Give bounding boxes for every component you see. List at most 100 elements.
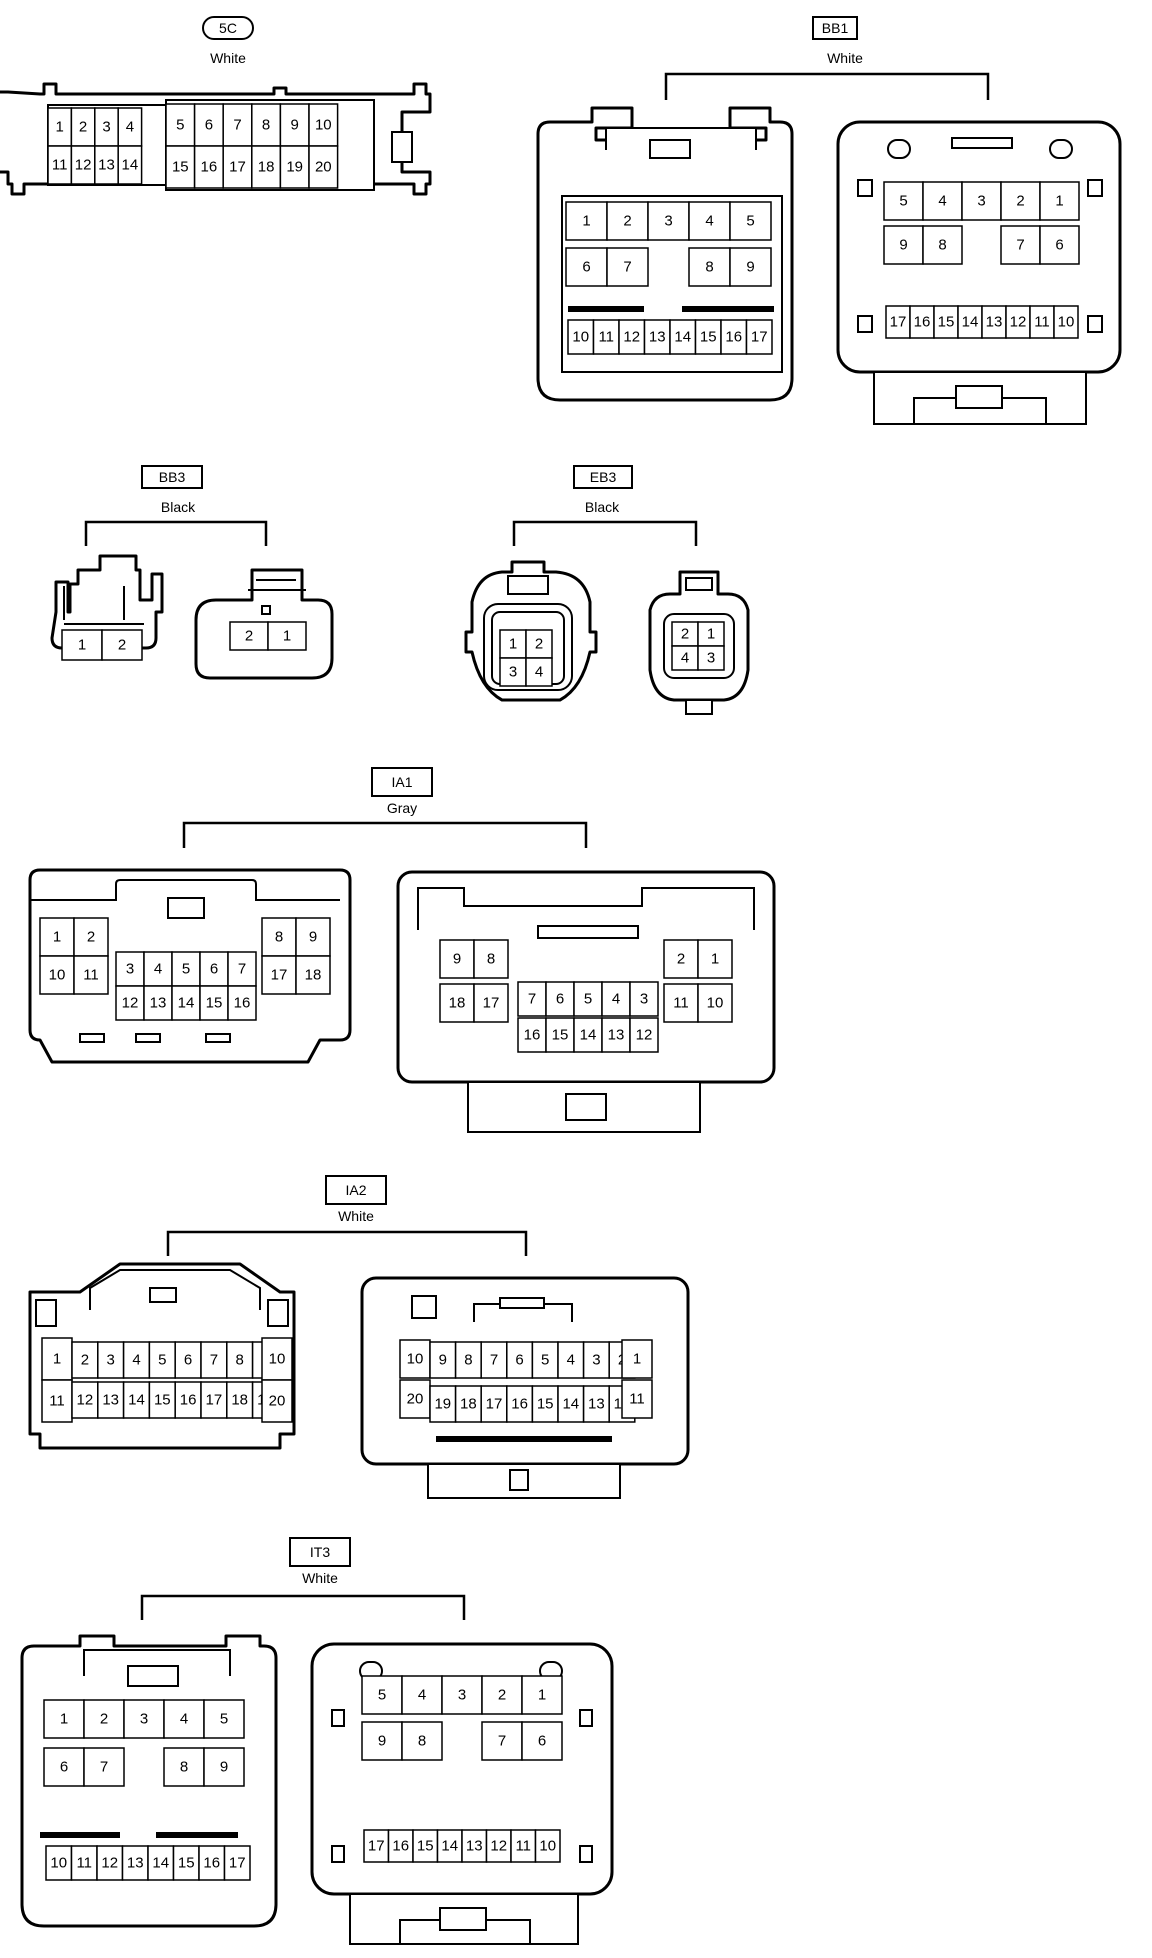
pin-number: 8: [262, 117, 270, 134]
pin-number: 9: [378, 1733, 386, 1750]
connector-code-5c: 5C: [219, 20, 237, 36]
pin-number: 12: [490, 1838, 507, 1855]
pin-cavity: [83, 1747, 125, 1787]
pin-number: 17: [483, 995, 500, 1012]
pin-number: 17: [206, 1392, 223, 1409]
pin-cavity: [193, 145, 224, 189]
pin-cavity: [295, 955, 331, 995]
pin-number: 11: [515, 1838, 531, 1855]
pin-number: 6: [210, 961, 218, 978]
pin-number: 1: [633, 1351, 641, 1368]
pin-number: 19: [434, 1396, 451, 1413]
pin-cavity: [203, 1699, 245, 1739]
pin-number: 4: [938, 193, 946, 210]
pin-number: 18: [460, 1396, 477, 1413]
pin-cavity: [534, 1829, 561, 1863]
pin-number: 10: [572, 329, 589, 346]
pin-cavity: [200, 1341, 228, 1379]
connector-code-bb3: BB3: [159, 469, 186, 485]
pin-cavity: [73, 955, 109, 995]
pin-number: 1: [53, 1351, 61, 1368]
pin-cavity: [61, 629, 103, 661]
pin-cavity: [412, 1829, 439, 1863]
pin-number: 5: [220, 1711, 228, 1728]
pin-number: 3: [140, 1711, 148, 1728]
pin-number: 10: [315, 117, 332, 134]
pin-cavity: [688, 201, 731, 241]
pin-number: 4: [154, 961, 162, 978]
pin-cavity: [174, 1341, 202, 1379]
pin-cavity: [165, 145, 196, 189]
pin-number: 10: [50, 1855, 67, 1872]
pin-cavity: [261, 1337, 293, 1381]
pin-cavity: [745, 319, 773, 355]
pin-cavity: [251, 145, 282, 189]
pin-cavity: [171, 985, 201, 1021]
pin-cavity: [41, 1379, 73, 1423]
pin-number: 4: [535, 664, 543, 681]
pin-cavity: [582, 1385, 610, 1423]
pin-cavity: [226, 1341, 254, 1379]
pin-cavity: [454, 1385, 482, 1423]
pin-number: 14: [128, 1392, 145, 1409]
pin-cavity: [101, 629, 143, 661]
pin-cavity: [663, 983, 699, 1023]
pin-cavity: [261, 955, 297, 995]
pin-cavity: [436, 1829, 463, 1863]
pin-number: 1: [711, 951, 719, 968]
pin-cavity: [481, 1721, 523, 1761]
pin-cavity: [83, 1699, 125, 1739]
pin-number: 6: [515, 1352, 523, 1369]
pin-number: 20: [407, 1391, 424, 1408]
pin-number: 18: [449, 995, 466, 1012]
pin-number: 2: [100, 1711, 108, 1728]
pin-cavity: [697, 983, 733, 1023]
pin-number: 1: [582, 213, 590, 230]
pin-number: 18: [305, 967, 322, 984]
pin-cavity: [165, 103, 196, 147]
pin-cavity: [671, 621, 699, 647]
pin-number: 9: [439, 1352, 447, 1369]
pin-number: 13: [102, 1392, 119, 1409]
connector-code-ia1: IA1: [391, 774, 412, 790]
pin-number: 5: [176, 117, 184, 134]
pin-number: 8: [487, 951, 495, 968]
connector-color-ia2: White: [338, 1208, 374, 1224]
pin-number: 6: [582, 259, 590, 276]
pin-number: 10: [707, 995, 724, 1012]
pin-number: 2: [677, 951, 685, 968]
pin-number: 1: [283, 628, 291, 645]
pin-number: 16: [180, 1392, 197, 1409]
pin-number: 1: [1055, 193, 1063, 210]
pin-cavity: [399, 1379, 431, 1419]
pin-number: 1: [538, 1687, 546, 1704]
pin-cavity: [473, 939, 509, 979]
pin-cavity: [199, 985, 229, 1021]
pin-cavity: [439, 983, 475, 1023]
pin-number: 4: [681, 650, 689, 667]
pin-cavity: [647, 201, 690, 241]
pin-cavity: [45, 1845, 73, 1881]
pin-cavity: [629, 1017, 659, 1053]
pin-number: 1: [509, 636, 517, 653]
pin-number: 15: [206, 995, 223, 1012]
pin-number: 16: [914, 314, 931, 331]
pin-cavity: [361, 1675, 403, 1715]
pin-cavity: [172, 1845, 200, 1881]
pin-number: 15: [172, 159, 189, 176]
pin-number: 1: [707, 626, 715, 643]
pin-number: 16: [234, 995, 251, 1012]
pin-number: 15: [700, 329, 717, 346]
connector-color-bb3: Black: [161, 499, 196, 515]
pin-number: 2: [87, 929, 95, 946]
pin-number: 17: [486, 1396, 503, 1413]
pin-number: 2: [623, 213, 631, 230]
pin-cavity: [933, 305, 959, 339]
